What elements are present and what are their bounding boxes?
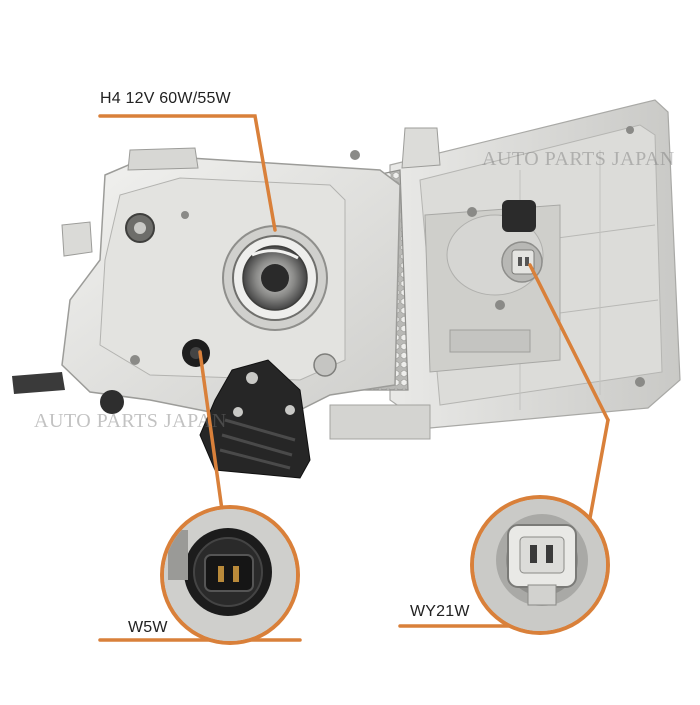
position-lamp-socket bbox=[182, 339, 210, 367]
watermark-top-right: AUTO PARTS JAPAN bbox=[482, 148, 675, 170]
headlight-lens-housing bbox=[389, 99, 681, 429]
wy21w-bulb-label: WY21W bbox=[410, 603, 470, 620]
headlight-bulb-socket bbox=[222, 225, 328, 331]
w5w-bulb-label: W5W bbox=[128, 619, 168, 636]
w5w-zoom-inset bbox=[160, 505, 300, 645]
h4-bulb-label: H4 12V 60W/55W bbox=[100, 90, 231, 107]
wy21w-zoom-inset bbox=[470, 495, 610, 635]
watermark-left: AUTO PARTS JAPAN bbox=[34, 410, 227, 432]
